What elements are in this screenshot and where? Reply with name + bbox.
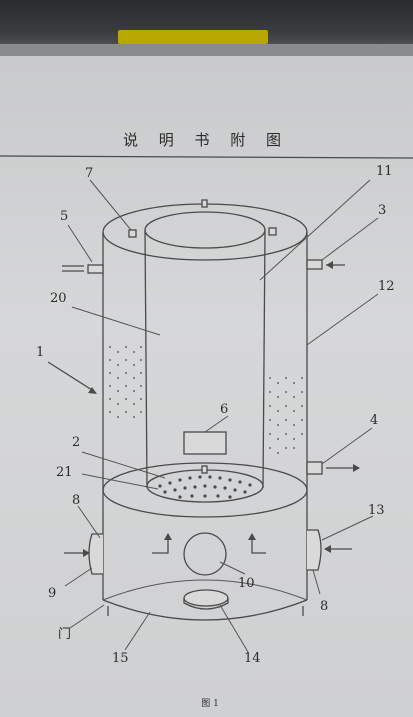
figure-caption: 图 1 xyxy=(201,698,219,709)
label-2: 2 xyxy=(72,435,80,450)
flow-arrow-left xyxy=(152,538,169,554)
label-12: 12 xyxy=(378,279,395,294)
label-6: 6 xyxy=(220,402,228,417)
vent-fitting-right xyxy=(268,227,277,236)
label-3: 3 xyxy=(378,203,386,218)
top-pin xyxy=(201,199,208,208)
label-4: 4 xyxy=(370,413,378,428)
label-21: 21 xyxy=(56,465,73,480)
label-men: 门 xyxy=(58,627,71,642)
arrow-1 xyxy=(47,361,97,394)
port-5 xyxy=(62,264,104,274)
paper-stack-edge xyxy=(0,44,413,56)
header-rule xyxy=(0,155,413,159)
vent-fitting-left xyxy=(128,229,137,238)
desk-background xyxy=(0,0,413,56)
packing-left xyxy=(109,346,142,418)
label-14: 14 xyxy=(244,651,261,666)
label-8-left: 8 xyxy=(72,493,80,508)
label-11: 11 xyxy=(376,164,393,179)
disc-14 xyxy=(183,589,229,607)
label-13: 13 xyxy=(368,503,385,518)
packing-right xyxy=(269,377,303,454)
label-10: 10 xyxy=(238,576,255,591)
side-nozzle-9 xyxy=(64,533,103,575)
part-labels: 7 5 11 3 12 20 1 6 4 2 21 8 13 10 9 8 门 … xyxy=(36,164,395,666)
label-1: 1 xyxy=(36,345,44,360)
component-6-box xyxy=(183,431,227,455)
patent-sheet xyxy=(0,56,413,717)
outer-vessel xyxy=(102,203,308,621)
leader-lines xyxy=(64,179,379,653)
sphere-10 xyxy=(183,532,227,576)
port-4 xyxy=(306,461,360,475)
inner-cylinder xyxy=(144,211,266,503)
page-title: 说 明 书 附 图 xyxy=(123,131,289,149)
plate-pin xyxy=(201,465,208,474)
side-nozzle-13 xyxy=(307,529,352,571)
label-20: 20 xyxy=(50,291,67,306)
label-5: 5 xyxy=(60,209,68,224)
yellow-object xyxy=(118,30,268,44)
flow-arrow-right xyxy=(251,538,266,554)
perforated-plate xyxy=(158,475,252,499)
label-9: 9 xyxy=(48,586,56,601)
label-15: 15 xyxy=(112,651,129,666)
port-3 xyxy=(306,259,345,270)
label-8-right: 8 xyxy=(320,599,328,614)
label-7: 7 xyxy=(85,166,93,181)
